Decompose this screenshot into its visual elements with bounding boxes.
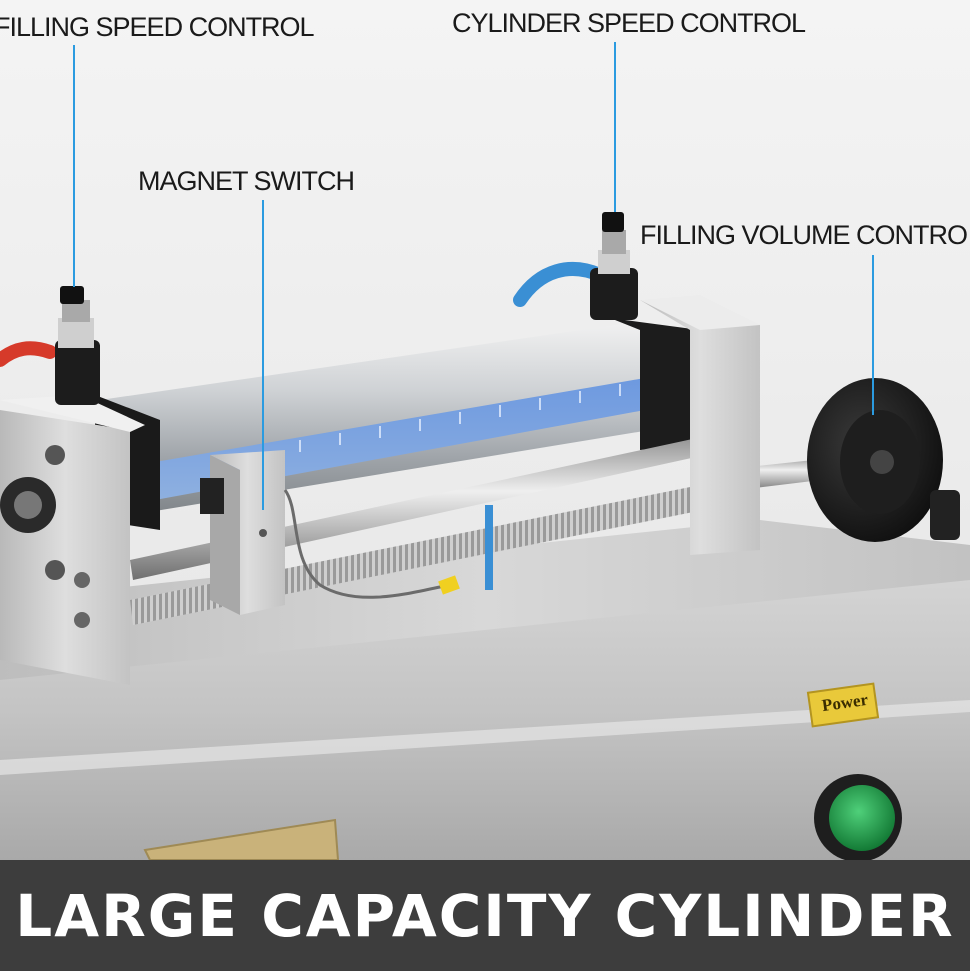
switch-sensor xyxy=(200,478,224,514)
callout-filling-volume-control: FILLING VOLUME CONTRO xyxy=(640,220,968,250)
scale-ticks xyxy=(299,384,621,452)
power-button xyxy=(829,785,895,851)
machine-top-surface xyxy=(0,520,970,680)
air-hose-left xyxy=(0,341,57,367)
mount-block-right xyxy=(640,300,760,555)
magnet-switch-block xyxy=(210,450,285,615)
sensor-wire xyxy=(283,489,451,599)
knob-handle xyxy=(930,490,960,540)
leader-line-cylinder-speed xyxy=(614,42,616,212)
leader-line-filling-volume xyxy=(872,255,874,415)
banner-title: LARGE CAPACITY CYLINDER xyxy=(15,881,955,950)
callout-magnet-switch: MAGNET SWITCH xyxy=(138,166,355,196)
callout-filling-speed-control: FILLING SPEED CONTROL xyxy=(0,12,315,42)
flow-control-valve-left xyxy=(55,286,100,405)
wire-tag xyxy=(438,575,460,595)
leader-line-magnet-switch xyxy=(262,200,264,510)
mount-block-left xyxy=(0,410,130,685)
flow-control-valve-right xyxy=(590,212,638,320)
blue-tube xyxy=(485,505,493,590)
power-label-plate xyxy=(806,682,880,728)
caption-banner: LARGE CAPACITY CYLINDER xyxy=(0,860,970,971)
callout-cylinder-speed-control: CYLINDER SPEED CONTROL xyxy=(452,8,806,38)
cylinder-end-cap-right xyxy=(610,318,700,450)
leader-line-filling-speed xyxy=(73,45,75,287)
